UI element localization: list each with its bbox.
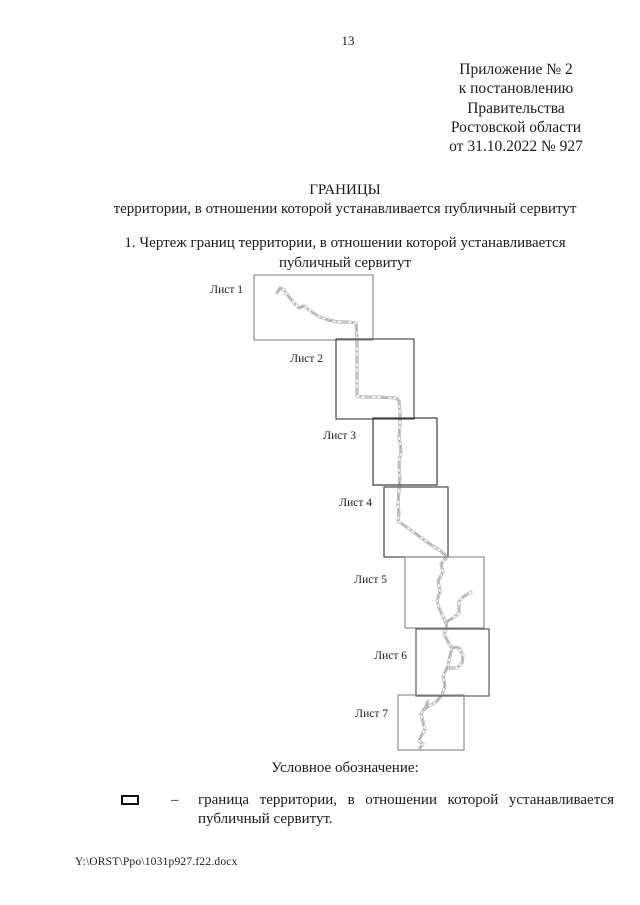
page-number: 13 [341, 33, 355, 48]
sheet-label-4: Лист 4 [339, 497, 372, 509]
caption-line-2: публичный сервитут [278, 254, 412, 271]
sheet-label-5: Лист 5 [354, 574, 387, 586]
appendix-line: Ростовской области [450, 118, 582, 136]
legend-dash: – [171, 792, 179, 808]
document-title: ГРАНИЦЫ территории, в отношении которой … [83, 181, 607, 219]
sheet-label-1: Лист 1 [210, 284, 243, 296]
sheet-label-7: Лист 7 [355, 708, 388, 720]
appendix-line: Правительства [467, 99, 565, 117]
sheet-label-2: Лист 2 [290, 353, 323, 365]
sheet-box-6 [415, 628, 490, 697]
sheet-box-7 [397, 694, 465, 751]
boundary-path-centerline-loop [449, 646, 464, 669]
boundary-path-core-branch_upper [445, 591, 472, 623]
legend-heading: Условное обозначение: [271, 760, 419, 776]
title-line-1: ГРАНИЦЫ [309, 182, 381, 198]
drawing-caption: 1. Чертеж границ территории, в отношении… [83, 234, 607, 273]
legend-item-text-line-1: граница территории, в отношении которой … [198, 792, 614, 808]
appendix-line: от 31.10.2022 № 927 [449, 138, 583, 156]
title-line-2: территории, в отношении которой устанавл… [113, 201, 577, 217]
boundary-symbol-swatch [121, 795, 139, 805]
sheet-label-3: Лист 3 [323, 430, 356, 442]
sheet-box-5 [404, 556, 485, 629]
boundary-path-centerline-tick [424, 700, 429, 710]
sheet-label-6: Лист 6 [374, 650, 407, 662]
sheet-box-3 [372, 417, 438, 486]
boundary-path-centerline-branch_upper [445, 591, 472, 623]
appendix-line: Приложение № 2 [459, 61, 573, 78]
sheet-box-2 [335, 338, 415, 420]
legend-item-text-line-2: публичный сервитут. [198, 811, 333, 827]
file-path-footer: Y:\ORST\Ppo\1031p927.f22.docx [75, 856, 238, 868]
sheet-box-1 [253, 274, 374, 341]
appendix-line: к постановлению [458, 80, 574, 98]
sheet-box-4 [383, 486, 449, 558]
caption-line-1: 1. Чертеж границ территории, в отношении… [124, 235, 566, 251]
appendix-reference-block: Приложение № 2 к постановлению Правитель… [416, 60, 616, 156]
